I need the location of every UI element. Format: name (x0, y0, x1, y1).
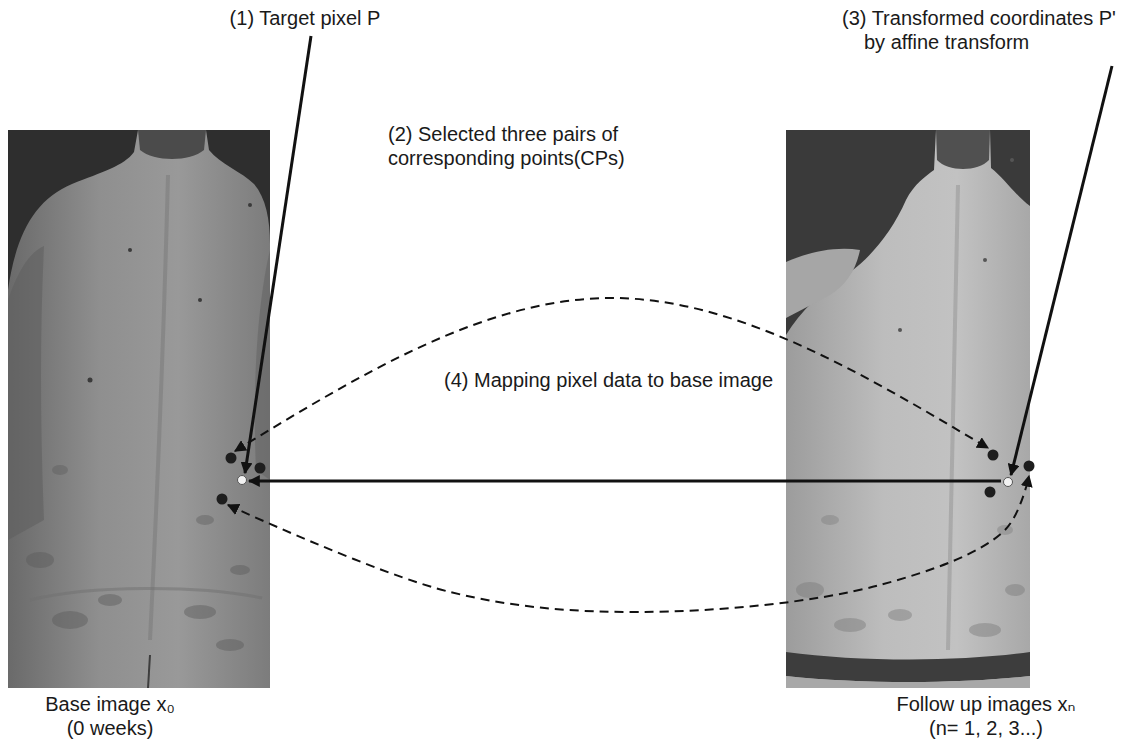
edge-group (228, 298, 1029, 612)
lesion (216, 639, 244, 651)
corresponding-point (217, 494, 228, 505)
base-photo (8, 130, 270, 688)
callout-holder: (1) Target pixel P (175, 6, 435, 30)
target-pixel (238, 476, 247, 485)
leader-arrow (1011, 66, 1112, 475)
lesion (196, 515, 214, 525)
corresponding-point (988, 450, 999, 461)
lesion (98, 594, 122, 606)
callout-holder: (3) Transformed coordinates P' by affine… (842, 6, 1132, 54)
callout-label: (3) Transformed coordinates P' by affine… (842, 6, 1132, 54)
mole (248, 203, 252, 207)
back-skin (786, 130, 1030, 688)
lesion (796, 582, 824, 598)
edge-label-holder: (4) Mapping pixel data to base image (444, 368, 804, 392)
photo-background (8, 130, 270, 688)
lesion (52, 465, 68, 475)
mole (898, 328, 902, 332)
transformed-pixel (1004, 478, 1013, 487)
arm (786, 249, 860, 318)
follow-up-photo (786, 130, 1030, 688)
mole (128, 248, 132, 252)
buttock-crease (148, 655, 150, 688)
caption-holder: Base image x₀ (0 weeks) (42, 692, 178, 740)
lesion (821, 515, 839, 525)
mole (198, 298, 202, 302)
photo-background (786, 130, 1030, 688)
lesion (1005, 584, 1025, 596)
lesion (184, 605, 216, 619)
corresponding-point (226, 453, 237, 464)
callout-holder: (2) Selected three pairs of correspondin… (388, 122, 668, 170)
lesion (888, 609, 912, 621)
point-markers (217, 450, 1035, 505)
lesion (969, 623, 1001, 637)
spine (150, 175, 168, 640)
caption-holder: Follow up images xₙ (n= 1, 2, 3...) (893, 692, 1079, 740)
corresponding-point (255, 463, 266, 474)
image-caption: Base image x₀ (0 weeks) (42, 692, 178, 740)
lower-skin (786, 676, 1030, 688)
mole (88, 378, 93, 383)
mapping-arrow (249, 480, 1001, 483)
lesion (834, 618, 866, 632)
image-caption: Follow up images xₙ (n= 1, 2, 3...) (893, 692, 1079, 740)
spine (948, 185, 958, 650)
waist-crease (30, 588, 262, 600)
mole (983, 258, 987, 262)
photo-panel: Base image x₀ (0 weeks) (8, 130, 270, 688)
lesion (26, 552, 54, 568)
head (138, 130, 206, 159)
edge-label: (4) Mapping pixel data to base image (444, 368, 804, 392)
back-skin (8, 130, 270, 688)
head (936, 130, 990, 169)
photo-panel: Follow up images xₙ (n= 1, 2, 3...) (786, 130, 1030, 688)
corresponding-point (1024, 461, 1035, 472)
mole (1010, 158, 1014, 162)
leader-arrow (245, 36, 311, 473)
lesion (52, 611, 88, 629)
corresponding-point (985, 487, 996, 498)
callout-label: (2) Selected three pairs of correspondin… (388, 122, 668, 170)
dashed-correspondence-arrow (235, 298, 988, 451)
arm-shadow (8, 246, 44, 540)
callout-label: (1) Target pixel P (175, 6, 435, 30)
waistband (786, 652, 1030, 682)
lesion (230, 565, 250, 575)
dashed-correspondence-arrow (228, 476, 1029, 612)
